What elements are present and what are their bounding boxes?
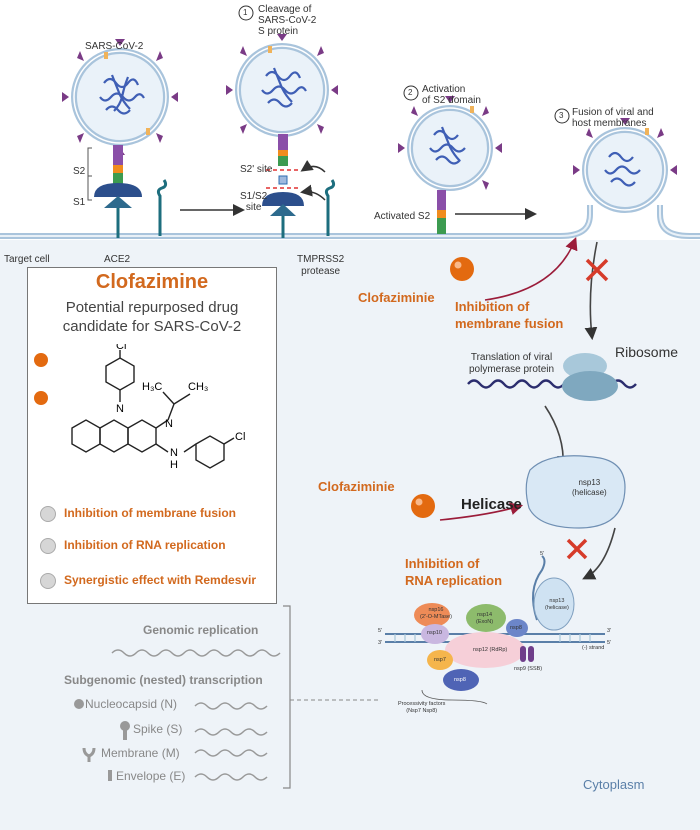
step-2-circle xyxy=(403,85,419,101)
spike-icon xyxy=(120,721,130,740)
activated-s2-label: Activated S2 xyxy=(374,211,431,222)
effect-icon xyxy=(40,506,56,522)
nsp7-label: nsp7 xyxy=(434,657,446,663)
s1-label: S1 xyxy=(73,197,86,208)
svg-text:N: N xyxy=(116,403,124,415)
genomic-replication-label: Genomic replication xyxy=(143,623,259,637)
nsp9-label: nsp9 (SSB) xyxy=(514,666,543,672)
envelope-icon xyxy=(108,770,112,781)
step-3-circle xyxy=(554,108,570,124)
step-1-number: 1 xyxy=(243,8,248,17)
tmprss2-2 xyxy=(324,179,336,236)
ribosome-label: Ribosome xyxy=(615,344,679,360)
svg-text:Cl: Cl xyxy=(235,431,245,443)
nucleocapsid-icon xyxy=(74,699,84,709)
ace2-label: ACE2 xyxy=(104,254,131,265)
step-2-number: 2 xyxy=(408,88,413,97)
drug-label-1: Clofaziminie xyxy=(358,290,435,305)
virus-label: SARS-CoV-2 xyxy=(85,41,144,52)
five-prime-top: 5' xyxy=(540,551,545,557)
effect-rna-replication: Inhibition of RNA replication xyxy=(40,538,226,554)
s2-prime-site-label: S2' site xyxy=(240,164,273,175)
helicase-label: Helicase xyxy=(461,496,522,513)
wave-e xyxy=(194,773,268,781)
virus-particle-1 xyxy=(62,39,178,155)
five-prime-right: 5' xyxy=(607,640,612,646)
wave-s xyxy=(194,728,268,736)
replication-complex xyxy=(385,555,605,705)
nsp14-label: nsp14(ExoN) xyxy=(476,612,494,625)
cytoplasm-label: Cytoplasm xyxy=(583,777,645,792)
wave-n xyxy=(194,702,268,710)
block-x-1 xyxy=(585,258,609,282)
step-1-circle xyxy=(238,5,254,21)
cell-membrane xyxy=(0,205,700,239)
svg-text:H: H xyxy=(170,459,178,471)
item-spike: Spike (S) xyxy=(133,722,183,736)
item-membrane: Membrane (M) xyxy=(101,746,180,760)
helicase-blob xyxy=(525,455,626,529)
item-envelope: Envelope (E) xyxy=(116,769,186,783)
three-prime-left: 3' xyxy=(378,640,383,646)
replication-bracket xyxy=(283,605,291,789)
step-3-number: 3 xyxy=(559,111,564,120)
svg-text:N: N xyxy=(165,418,173,430)
genomic-wave xyxy=(111,649,281,657)
panel-drug-dot-1 xyxy=(34,353,48,367)
nsp13-complex-label: nsp13(helicase) xyxy=(545,598,569,611)
nsp16-label: nsp16(2'-O-MTase) xyxy=(420,607,452,620)
three-prime-right: 3' xyxy=(607,628,612,634)
svg-text:CH₃: CH₃ xyxy=(188,381,208,393)
drug-label-2: Clofaziminie xyxy=(318,479,395,494)
membrane-icon xyxy=(82,747,96,762)
effect-remdesivir: Synergistic effect with Remdesvir xyxy=(40,573,256,589)
activated-s2-protein xyxy=(437,190,446,234)
nsp13-helicase-label: nsp13(helicase) xyxy=(572,478,607,497)
block-x-2 xyxy=(566,538,588,560)
drug-molecule-2 xyxy=(411,494,435,518)
ribosome-shape xyxy=(562,353,618,401)
svg-text:H₃C: H₃C xyxy=(142,381,162,393)
nsp12-label: nsp12 (RdRp) xyxy=(473,647,508,653)
drug-molecule-1 xyxy=(450,257,474,281)
virus-particle-3 xyxy=(398,96,502,191)
effect-icon xyxy=(40,538,56,554)
minus-strand-label: (-) strand xyxy=(582,645,605,651)
item-nucleocapsid: Nucleocapsid (N) xyxy=(85,697,178,711)
effect-icon xyxy=(40,573,56,589)
svg-text:Cl: Cl xyxy=(116,344,126,352)
effect-membrane-fusion: Inhibition of membrane fusion xyxy=(40,506,236,522)
tmprss2-1 xyxy=(156,179,168,236)
processivity-label: Processivity factors(Nsp7 Nsp8) xyxy=(398,701,446,714)
nsp10-label: nsp10 xyxy=(427,630,442,636)
nsp8-label: nsp8 xyxy=(510,625,522,631)
spike-protein-2 xyxy=(262,134,326,238)
clofazimine-structure: Cl N N H₃C CH₃ N H Cl xyxy=(34,344,245,471)
wave-m xyxy=(194,749,268,757)
spike-protein-1 xyxy=(87,145,142,238)
nsp8b-label: nsp8 xyxy=(454,677,466,683)
virus-particle-2 xyxy=(226,34,338,137)
five-prime-left: 5' xyxy=(378,628,383,634)
subgenomic-label: Subgenomic (nested) transcription xyxy=(64,673,263,687)
target-cell-label: Target cell xyxy=(4,254,50,265)
s2-label: S2 xyxy=(73,166,86,177)
panel-drug-dot-2 xyxy=(34,391,48,405)
panel-title: Clofazimine xyxy=(95,271,209,293)
virus-particle-fusing xyxy=(573,118,677,213)
svg-text:N: N xyxy=(170,447,178,459)
